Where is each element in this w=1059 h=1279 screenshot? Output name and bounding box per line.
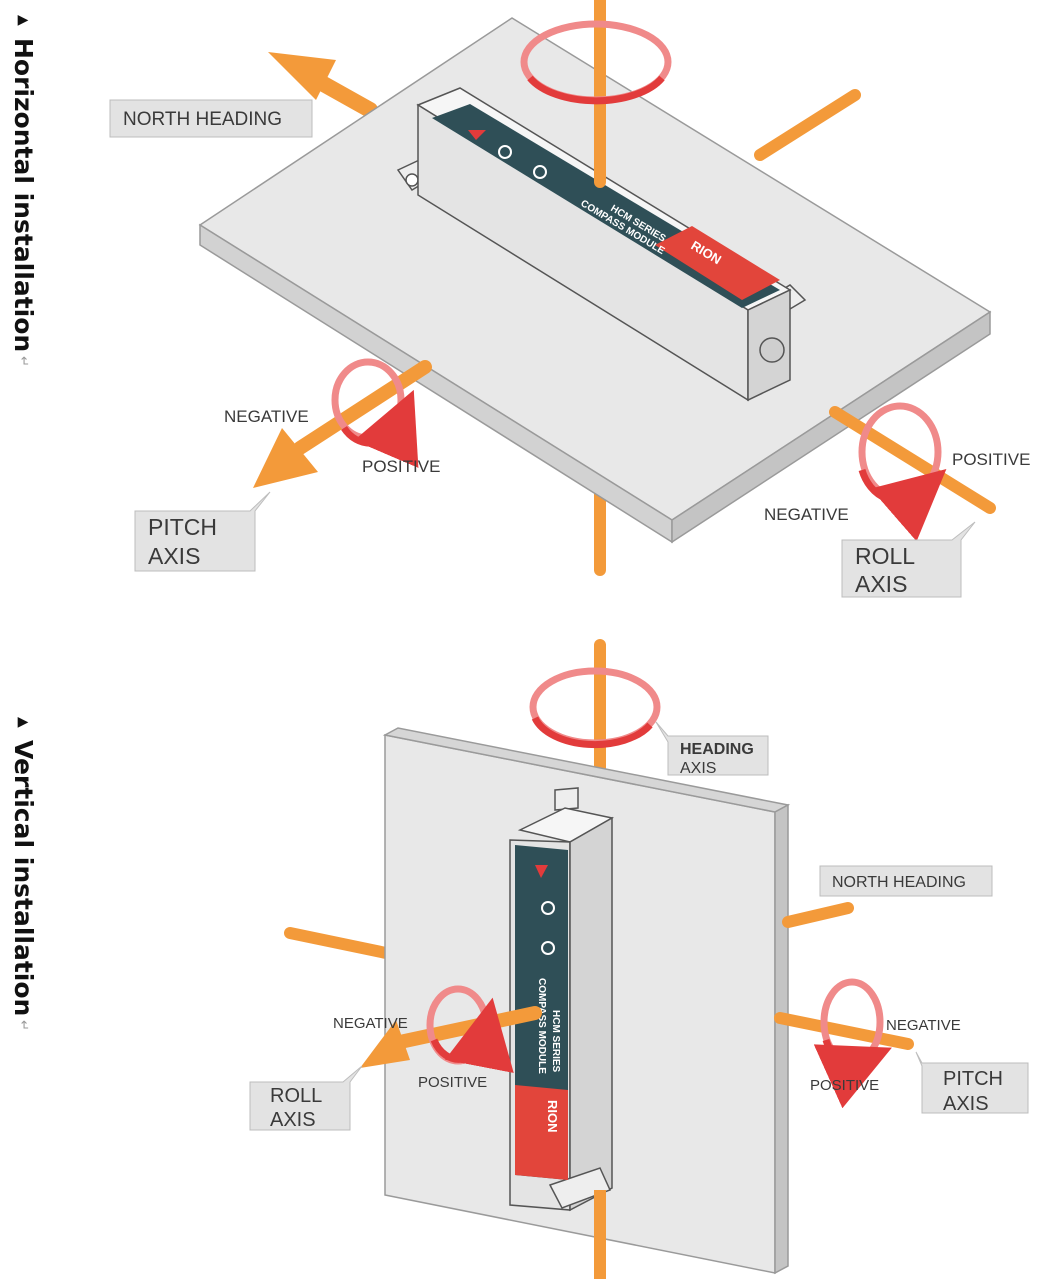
vertical-compass-module: HCM SERIES COMPASS MODULE RION xyxy=(509,787,615,1212)
v-north-axis-front xyxy=(782,902,854,928)
v-pitch-marker-icon xyxy=(541,941,555,955)
v-pitch-axis-callout xyxy=(915,1051,1029,1114)
v-roll-axis-label-line1: ROLL xyxy=(270,1085,322,1107)
v-module-brand-text: RION xyxy=(545,1100,560,1133)
north-marker-icon xyxy=(468,130,486,140)
v-pitch-axis-label-line1: PITCH xyxy=(943,1068,1003,1090)
north-heading-label: NORTH HEADING xyxy=(123,109,282,130)
triangle-right-icon: ▶ xyxy=(15,12,31,28)
vertical-installation-title: ▶ Vertical installation ↵ xyxy=(9,714,38,1032)
horizontal-installation-title: ▶ Horizontal installation ↵ xyxy=(9,12,38,368)
v-north-heading-label: NORTH HEADING xyxy=(832,874,966,891)
pitch-axis-label-line2: AXIS xyxy=(148,543,200,569)
return-arrow-icon: ↵ xyxy=(16,1020,31,1032)
v-module-brand-panel xyxy=(515,1085,568,1180)
north-axis-shaft xyxy=(312,74,378,118)
v-roll-axis-label-line2: AXIS xyxy=(270,1109,316,1131)
heading-axis-callout xyxy=(655,721,769,776)
horizontal-title-text: Horizontal installation xyxy=(9,38,38,353)
v-module-series-text: HCM SERIES xyxy=(550,1010,561,1073)
pitch-positive-label: POSITIVE xyxy=(362,457,440,476)
v-roll-negative-label: NEGATIVE xyxy=(333,1015,408,1032)
v-module-name-text: COMPASS MODULE xyxy=(536,978,547,1074)
v-north-axis-back xyxy=(284,927,392,959)
vertical-scene: HCM SERIES COMPASS MODULE RION HEADING A… xyxy=(249,639,1029,1279)
horizontal-scene: HCM SERIES COMPASS MODULE RION NORTH HEA… xyxy=(109,0,1030,598)
pitch-axis-arrowhead xyxy=(253,428,318,488)
connector-icon xyxy=(759,337,785,363)
north-heading-label-box xyxy=(109,99,313,138)
v-pitch-axis-label-line2: AXIS xyxy=(943,1093,989,1115)
roll-marker-icon xyxy=(498,145,512,159)
v-pitch-positive-label: POSITIVE xyxy=(810,1077,879,1094)
pitch-negative-label: NEGATIVE xyxy=(224,407,309,426)
heading-axis-label-line1: HEADING xyxy=(680,741,754,758)
horizontal-compass-module: HCM SERIES COMPASS MODULE RION xyxy=(396,87,807,402)
v-north-marker-icon xyxy=(535,865,548,878)
pitch-axis-callout xyxy=(134,491,271,572)
v-roll-axis-arrowhead xyxy=(360,1020,410,1068)
v-pitch-negative-label: NEGATIVE xyxy=(886,1017,961,1034)
north-axis-arrowhead xyxy=(268,52,336,100)
vertical-title-text: Vertical installation xyxy=(9,740,38,1017)
roll-axis-back xyxy=(754,89,861,161)
module-brand-panel xyxy=(655,226,780,300)
roll-positive-label: POSITIVE xyxy=(952,450,1030,469)
return-arrow-icon: ↵ xyxy=(16,356,31,368)
pitch-axis-label-line1: PITCH xyxy=(148,514,217,540)
pitch-marker-icon xyxy=(533,165,547,179)
roll-negative-label: NEGATIVE xyxy=(764,505,849,524)
roll-axis-label-line2: AXIS xyxy=(855,571,907,597)
v-roll-marker-icon xyxy=(541,901,555,915)
v-roll-axis-callout xyxy=(249,1065,363,1131)
horizontal-plate-side-edge xyxy=(671,310,991,544)
heading-axis-label-line2: AXIS xyxy=(680,760,716,777)
v-pitch-axis-shaft xyxy=(774,1012,914,1050)
v-north-heading-label-box xyxy=(819,865,993,897)
vertical-plate-side-edge xyxy=(774,803,789,1275)
roll-axis-front xyxy=(829,406,996,514)
roll-axis-label-line1: ROLL xyxy=(855,543,915,569)
roll-axis-callout xyxy=(841,521,976,598)
v-roll-positive-label: POSITIVE xyxy=(418,1074,487,1091)
triangle-right-icon: ▶ xyxy=(15,714,31,730)
